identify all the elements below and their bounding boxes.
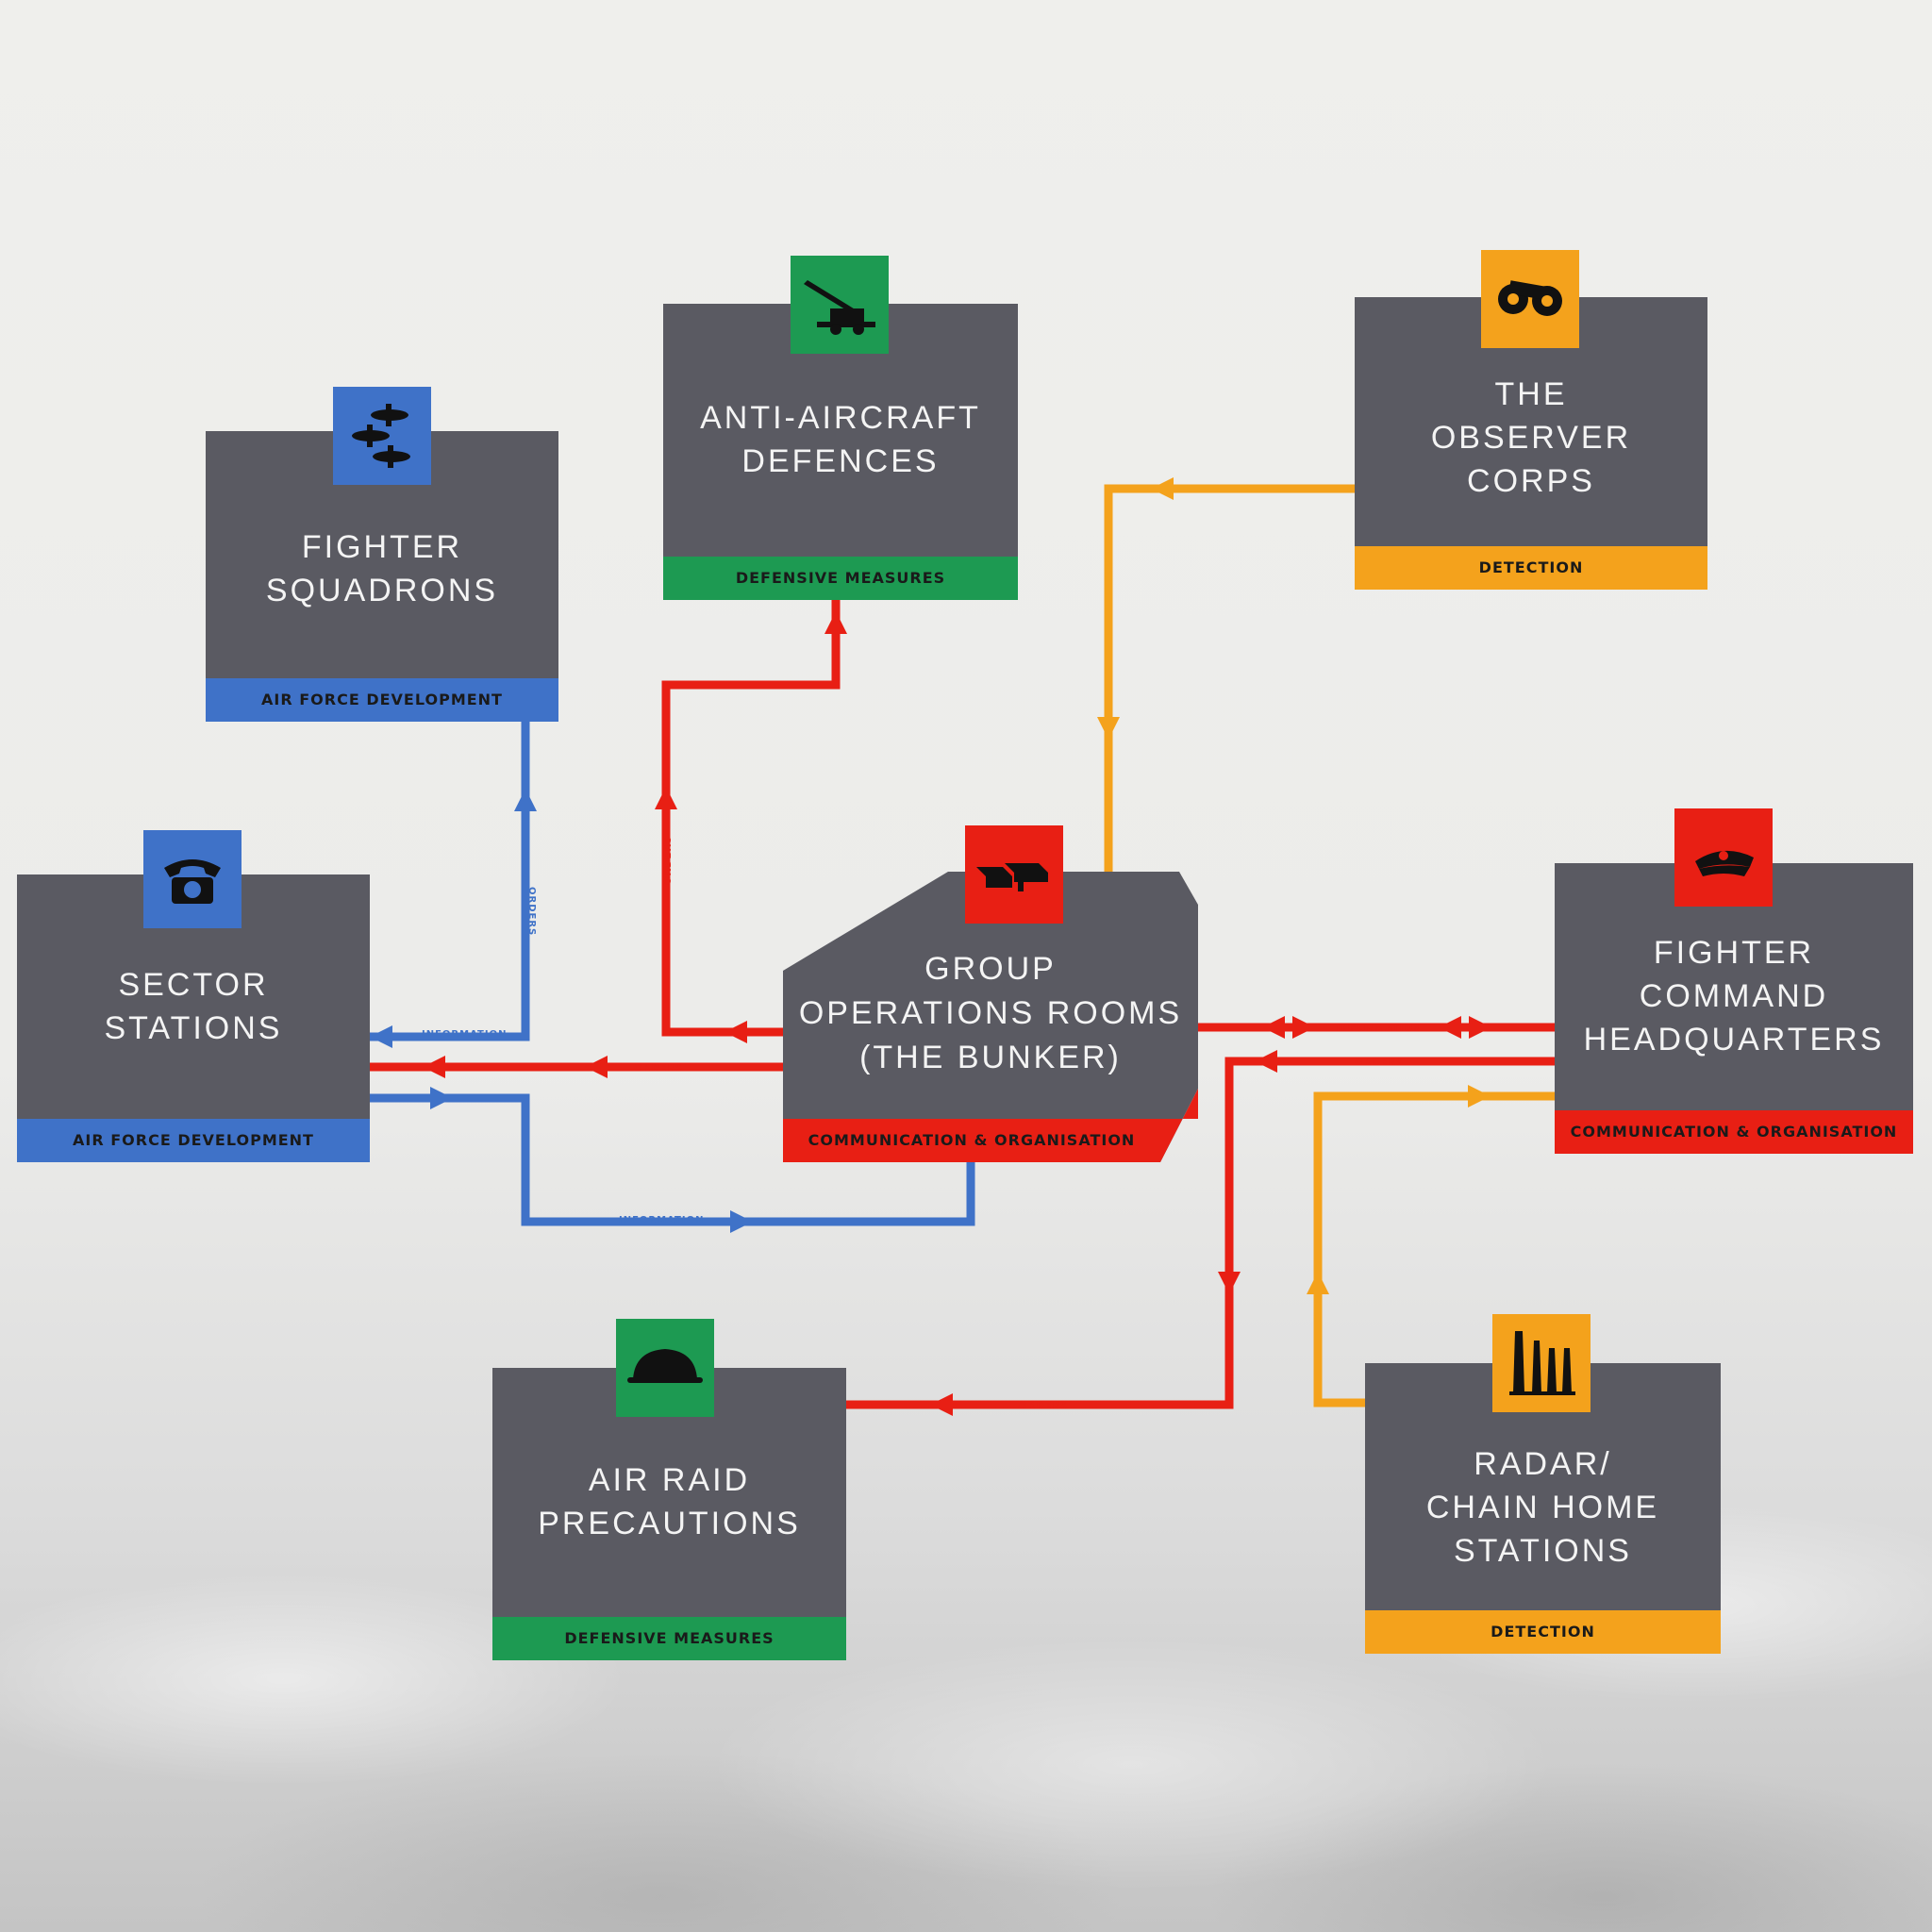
node-title: SECTOR STATIONS — [104, 967, 283, 1046]
connector-label-orders: ORDERS — [663, 836, 674, 885]
category-band: DEFENSIVE MEASURES — [492, 1617, 846, 1660]
connector-label-orders: ORDERS — [1355, 1058, 1404, 1068]
arrow-up — [514, 789, 537, 811]
category-band: COMMUNICATION & ORGANISATION — [808, 1131, 1136, 1149]
connector-sector-to-squadrons — [370, 722, 530, 1041]
node-title: THE OBSERVER CORPS — [1430, 376, 1632, 499]
connector-label-orders: ORDERS — [634, 1063, 683, 1074]
connector-bunker-to-antiaircraft — [661, 600, 841, 1037]
officer-cap-icon — [1674, 808, 1773, 907]
node-air-raid-precautions: AIR RAID PRECAUTIONS DEFENSIVE MEASURES — [492, 1368, 846, 1660]
arrow-up — [824, 611, 847, 634]
arrow-right — [1292, 1016, 1315, 1039]
node-group-operations-rooms: GROUP OPERATIONS ROOMS (THE BUNKER) COMM… — [783, 872, 1198, 1162]
connector-label-information: INFORMATION — [1337, 1024, 1422, 1034]
arrow-left — [585, 1056, 608, 1078]
node-title: RADAR/ CHAIN HOME STATIONS — [1425, 1446, 1660, 1569]
node-title: GROUP OPERATIONS ROOMS (THE BUNKER) — [798, 951, 1183, 1075]
connector-label-information: INFORMATION — [422, 1029, 507, 1040]
connector-label-information: INFORMATION — [1338, 1092, 1423, 1103]
connector-hq-to-arp — [846, 1057, 1555, 1409]
category-band: DEFENSIVE MEASURES — [663, 557, 1018, 600]
aircraft-icon — [333, 387, 431, 485]
arrow-left — [370, 1025, 392, 1048]
telephone-icon — [143, 830, 242, 928]
helmet-icon — [616, 1319, 714, 1417]
connector-label-information: INFORMATION — [619, 1215, 704, 1225]
arrow-left — [1255, 1050, 1277, 1073]
category-band: AIR FORCE DEVELOPMENT — [206, 678, 558, 722]
arrow-down — [1097, 717, 1120, 740]
arrow-right — [730, 1210, 753, 1233]
node-radar-chain-home: RADAR/ CHAIN HOME STATIONS DETECTION — [1365, 1363, 1721, 1654]
arrow-up — [1307, 1272, 1329, 1294]
category-band: DETECTION — [1365, 1610, 1721, 1654]
arrow-left — [1439, 1016, 1461, 1039]
arrow-left — [930, 1393, 953, 1416]
arrow-right — [1469, 1016, 1491, 1039]
connector-observer-to-bunker — [1104, 484, 1355, 872]
node-title: ANTI-AIRCRAFT DEFENCES — [700, 400, 981, 479]
plotting-table-icon — [965, 825, 1063, 924]
connector-label-orders: ORDERS — [526, 887, 537, 936]
node-fighter-command-hq: FIGHTER COMMAND HEADQUARTERS COMMUNICATI… — [1555, 863, 1913, 1154]
arrow-down — [1218, 1272, 1241, 1294]
arrow-left — [1151, 477, 1174, 500]
connector-radar-to-hq — [1313, 1091, 1555, 1407]
arrow-left — [1262, 1016, 1285, 1039]
node-title: FIGHTER COMMAND HEADQUARTERS — [1583, 935, 1885, 1058]
arrow-up — [655, 787, 677, 809]
artillery-gun-icon — [791, 256, 889, 354]
arrow-right — [1468, 1085, 1491, 1108]
node-title: AIR RAID PRECAUTIONS — [538, 1462, 801, 1541]
category-band: COMMUNICATION & ORGANISATION — [1555, 1110, 1913, 1154]
category-band: AIR FORCE DEVELOPMENT — [17, 1119, 370, 1162]
binoculars-icon — [1481, 250, 1579, 348]
node-fighter-squadrons: FIGHTER SQUADRONS AIR FORCE DEVELOPMENT — [206, 431, 558, 722]
radar-towers-icon — [1492, 1314, 1591, 1412]
arrow-left — [724, 1021, 747, 1043]
node-title: FIGHTER SQUADRONS — [265, 529, 499, 608]
category-band: DETECTION — [1355, 546, 1707, 590]
connector-label-information: INFORMATION — [1209, 485, 1294, 495]
connector-bunker-to-sector-info — [370, 1093, 975, 1226]
arrow-right — [430, 1087, 453, 1109]
arrow-left — [423, 1056, 445, 1078]
connector-label-orders: ORDERS — [1019, 1401, 1068, 1411]
